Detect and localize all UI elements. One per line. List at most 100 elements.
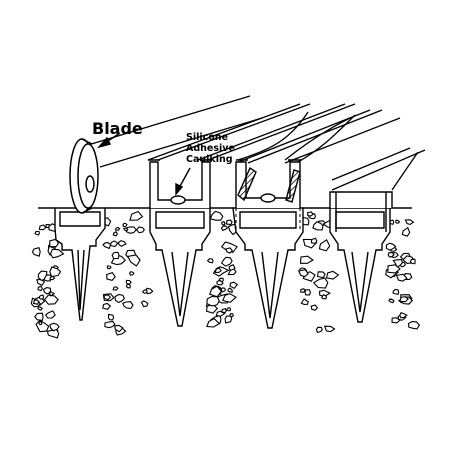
gravel-stone	[49, 290, 56, 297]
gravel-stone	[112, 286, 119, 291]
adhesive-label-line2: Adhesive	[186, 143, 235, 154]
gravel-stone	[44, 310, 56, 319]
gravel-stone	[106, 272, 116, 282]
gravel-stone	[299, 288, 306, 293]
gravel-stone	[297, 269, 309, 278]
blade-label: Blade	[92, 119, 143, 138]
gravel-stone	[399, 296, 409, 303]
gravel-stone	[117, 240, 127, 247]
gravel-stone	[221, 221, 226, 227]
gravel-stone	[37, 285, 43, 292]
gravel-stone	[128, 271, 135, 276]
gravel-stone	[225, 247, 234, 254]
gravel-stone	[312, 277, 329, 289]
gravel-stone	[102, 302, 112, 311]
gravel-stone	[399, 312, 408, 319]
gravel-stone	[387, 264, 401, 274]
gravel-stone	[32, 299, 40, 305]
gravel-stone	[140, 300, 149, 308]
spike-edging-4	[329, 191, 393, 323]
spike-edging-2	[148, 159, 212, 327]
gravel-stone	[224, 315, 233, 324]
gravel-stone	[316, 271, 326, 279]
gravel-stone	[221, 307, 227, 314]
gravel-stone	[323, 325, 336, 333]
gravel-stone	[392, 288, 400, 295]
gravel-stone	[114, 293, 126, 304]
gravel-stone	[318, 238, 331, 252]
gravel-stone	[310, 237, 318, 245]
gravel-stone	[227, 268, 237, 276]
spike-edging-1	[54, 207, 106, 321]
gravel-stone	[104, 320, 116, 329]
gravel-stone	[206, 258, 214, 264]
gravel-stone	[404, 219, 415, 225]
gravel-stone	[129, 210, 144, 221]
adhesive-label-line3: Caulking	[186, 154, 233, 165]
gravel-stone	[225, 219, 233, 226]
gravel-stone	[31, 247, 41, 257]
gravel-stone	[122, 222, 128, 228]
edging-strips	[87, 95, 426, 191]
gravel-stone	[125, 283, 131, 289]
gravel-stone	[299, 255, 314, 264]
gravel-stone	[222, 293, 237, 303]
gravel-stone	[220, 225, 229, 232]
gravel-stone	[408, 321, 421, 330]
gravel-stone	[229, 281, 239, 289]
gravel-stone	[123, 227, 129, 232]
gravel-stone	[300, 298, 309, 305]
gravel-stone	[401, 226, 411, 237]
gravel-stone	[34, 312, 44, 322]
gravel-stone	[49, 248, 65, 259]
gravel-stone	[385, 242, 397, 251]
gravel-stone	[220, 241, 238, 254]
gravel-stone	[126, 254, 141, 267]
gravel-stone	[111, 251, 120, 260]
alignment-guides	[149, 208, 301, 232]
gravel-stone	[106, 265, 112, 270]
gravel-stone	[112, 231, 118, 237]
gravel-stone	[208, 285, 223, 298]
gravel-stone	[392, 259, 404, 269]
gravel-stone	[38, 224, 47, 231]
gravel-stone	[307, 211, 315, 217]
gravel-stone	[107, 313, 115, 321]
gravel-stone	[310, 304, 319, 311]
gravel-stone	[387, 252, 395, 258]
gravel-stone	[141, 289, 148, 294]
gravel-stone	[35, 319, 50, 333]
gravel-stone	[227, 287, 233, 293]
gravel-stone	[206, 295, 220, 307]
gravel-stone	[122, 301, 134, 310]
gravel-stone	[220, 256, 233, 267]
gravel-stone	[325, 270, 340, 280]
gravel-stone	[114, 324, 124, 333]
gravel-stone	[388, 298, 395, 304]
gravel-stone	[216, 279, 224, 286]
gravel-stone	[34, 230, 40, 236]
gravel-stone	[109, 240, 119, 248]
gravel-stone	[395, 219, 401, 224]
blade-wheel	[69, 138, 99, 214]
gravel-stone	[218, 277, 224, 283]
gravel-stone	[49, 266, 62, 278]
peeling-strips	[237, 111, 356, 164]
gravel-stone	[206, 318, 221, 328]
gravel-stone	[125, 279, 132, 285]
gravel-stone	[114, 226, 121, 231]
gravel-stone	[102, 242, 112, 250]
spike-edging-3	[232, 159, 304, 329]
gravel-stone	[38, 321, 43, 326]
gravel-stone	[102, 294, 112, 301]
gravel-stone	[42, 287, 52, 295]
gravel-stone	[49, 322, 60, 332]
gravel-stone	[225, 307, 231, 312]
gravel-stone	[312, 221, 324, 231]
gravel-stone	[135, 226, 146, 234]
gravel-aggregate	[30, 210, 421, 339]
gravel-stone	[214, 267, 222, 273]
gravel-stone	[315, 326, 323, 334]
gravel-stone	[220, 287, 227, 293]
